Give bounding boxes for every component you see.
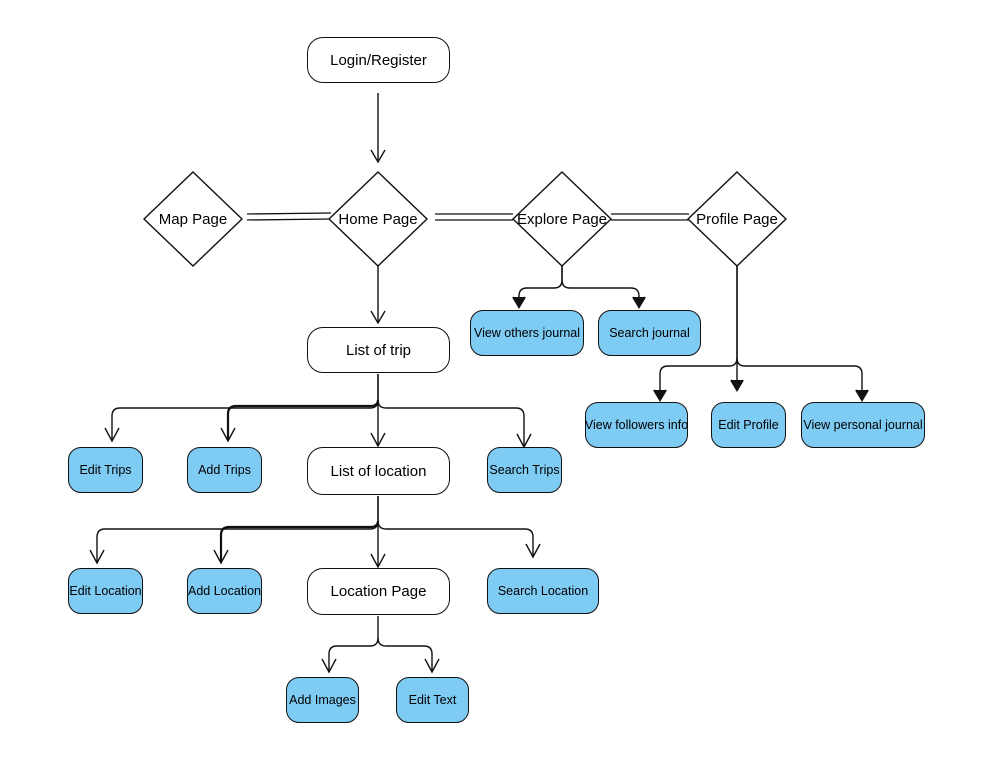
add-location-node: Add Location: [187, 568, 262, 614]
arrowhead-locationpage-addimages: [321, 658, 337, 674]
home-page-label: Home Page: [338, 210, 418, 228]
login-register-node: Login/Register: [307, 37, 450, 83]
edit-text-node: Edit Text: [396, 677, 469, 723]
edge-explore-searchjournal: [561, 265, 640, 306]
list-of-location-node: List of location: [307, 447, 450, 495]
map-page-diamond: Map Page: [142, 171, 244, 267]
edge-explore-viewothers: [518, 265, 563, 306]
search-trips-node: Search Trips: [487, 447, 562, 493]
arrowhead-explore-viewothers: [512, 296, 526, 309]
edge-map-home: [246, 212, 332, 221]
edit-profile-node: Edit Profile: [711, 402, 786, 448]
edit-trips-node: Edit Trips: [68, 447, 143, 493]
arrowhead-listtrip-addtrips: [220, 427, 236, 443]
edge-profile-personal: [736, 357, 863, 399]
arrowhead-profile-personal: [855, 389, 869, 402]
arrowhead-home-listtrip: [370, 310, 386, 325]
location-page-node: Location Page: [307, 568, 450, 615]
search-journal-node: Search journal: [598, 310, 701, 356]
arrowhead-listlocation-editlocation: [89, 549, 105, 565]
arrowhead-profile-editprofile: [730, 379, 744, 392]
arrowhead-listlocation-locationpage: [370, 553, 386, 569]
home-page-diamond: Home Page: [327, 171, 429, 267]
arrowhead-listtrip-edittrips: [104, 427, 120, 443]
edge-locationpage-addimages: [328, 616, 379, 671]
arrowhead-listlocation-addlocation: [213, 549, 229, 565]
arrowhead-explore-searchjournal: [632, 296, 646, 309]
arrowhead-login-home: [370, 149, 386, 164]
edge-explore-profile: [611, 213, 689, 221]
explore-page-label: Explore Page: [516, 210, 608, 228]
view-personal-journal-node: View personal journal: [801, 402, 925, 448]
profile-page-label: Profile Page: [696, 210, 778, 228]
arrowhead-listtrip-listlocation: [370, 432, 386, 448]
edge-listlocation-editlocation: [96, 496, 379, 562]
arrowhead-listlocation-searchlocation: [525, 543, 541, 559]
list-of-trip-node: List of trip: [307, 327, 450, 373]
edge-home-explore: [435, 213, 513, 221]
explore-page-diamond: Explore Page: [511, 171, 613, 267]
edge-listlocation-searchlocation: [377, 520, 534, 556]
edit-location-node: Edit Location: [68, 568, 143, 614]
add-trips-node: Add Trips: [187, 447, 262, 493]
edge-listlocation-addlocation: [219, 520, 380, 562]
edge-listtrip-addtrips: [226, 399, 380, 440]
view-others-journal-node: View others journal: [470, 310, 584, 356]
arrowhead-locationpage-edittext: [424, 658, 440, 674]
edge-listtrip-searchtrips: [377, 399, 525, 446]
map-page-label: Map Page: [158, 210, 228, 228]
search-location-node: Search Location: [487, 568, 599, 614]
view-followers-info-node: View followers info: [585, 402, 688, 448]
arrowhead-profile-followers: [653, 389, 667, 402]
profile-page-diamond: Profile Page: [686, 171, 788, 267]
add-images-node: Add Images: [286, 677, 359, 723]
edge-locationpage-edittext: [377, 637, 433, 671]
